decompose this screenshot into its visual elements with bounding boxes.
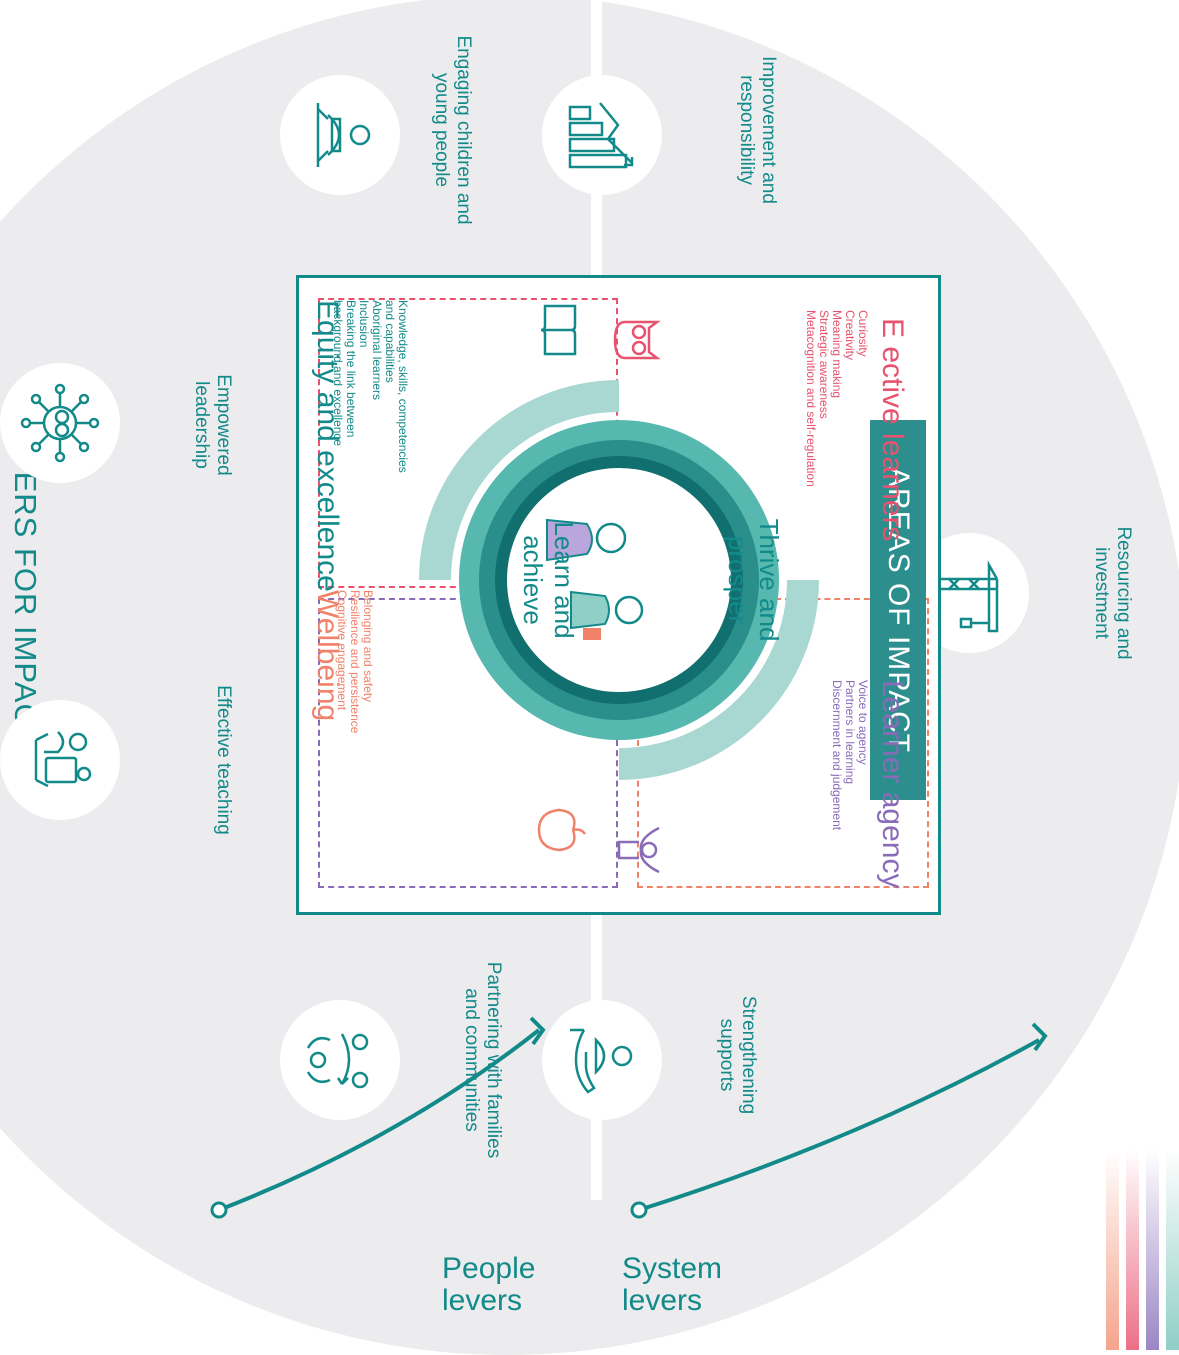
wellbeing-item: Cognitive engagement: [335, 590, 349, 711]
stripe-orange: [1106, 1150, 1119, 1350]
open-book-icon: [540, 304, 577, 356]
stripe-teal: [1166, 1150, 1179, 1350]
lever-label-improvement: Improvement and responsibility: [736, 56, 779, 204]
raised-arms-person-icon: [617, 826, 660, 874]
child-figure-head-2: [614, 595, 644, 625]
bar-chart-growth-icon: [542, 75, 662, 195]
centre-top-text: Thrive and prosper: [723, 518, 784, 642]
equity-items: Knowledge, skills, competencies and capa…: [331, 300, 410, 480]
wellbeing-item: Belonging and safety: [361, 590, 375, 703]
leadership-network-icon: [0, 363, 120, 483]
people-levers-label: People levers: [442, 1252, 536, 1317]
stripe-purple: [1146, 1150, 1159, 1350]
child-figure-body-2: [570, 590, 610, 630]
lever-arrows: [210, 1016, 1048, 1219]
area-title-learner-agency: Learner agency: [876, 680, 909, 889]
partnership-cycle-icon: [280, 1000, 400, 1120]
apple-icon: [537, 808, 587, 852]
effective-learners-item: Creativity: [843, 310, 857, 361]
effective-learners-item: Curiosity: [856, 310, 870, 357]
teaching-icon: [0, 700, 120, 820]
lever-label-engaging: Engaging children and young people: [431, 35, 474, 225]
equity-item: Breaking the link between background and…: [331, 300, 358, 447]
stripe-pink: [1126, 1150, 1139, 1350]
learner-agency-item: Partners in learning: [843, 680, 857, 785]
wellbeing-items: Belonging and safety Resilience and pers…: [335, 590, 375, 770]
reading-person-icon: [280, 75, 400, 195]
equity-item: Aboriginal learners: [370, 300, 384, 401]
outer-ring-bottom-left: [419, 380, 619, 580]
wellbeing-item: Resilience and persistence: [348, 590, 362, 734]
equity-item: Inclusion: [357, 300, 371, 348]
outer-ring-top-right: [619, 580, 819, 780]
supporting-hand-icon: [542, 1000, 662, 1120]
central-rings: [419, 380, 819, 780]
owl-icon: [613, 320, 661, 360]
child-figure-body: [546, 518, 593, 562]
child-figure-head: [595, 522, 627, 554]
area-title-effective-learners: E ective learners: [876, 318, 909, 542]
learner-agency-item: Voice to agency: [856, 680, 870, 765]
lever-label-empowered-leadership: Empowered leadership: [191, 374, 234, 476]
centre-bottom-text: Learn and achieve: [518, 521, 579, 639]
backpack: [583, 628, 601, 640]
system-levers-label: System levers: [622, 1252, 723, 1317]
lever-label-effective-teaching: Effective teaching: [213, 685, 234, 835]
lever-label-resourcing: Resourcing and investment: [1091, 526, 1134, 660]
